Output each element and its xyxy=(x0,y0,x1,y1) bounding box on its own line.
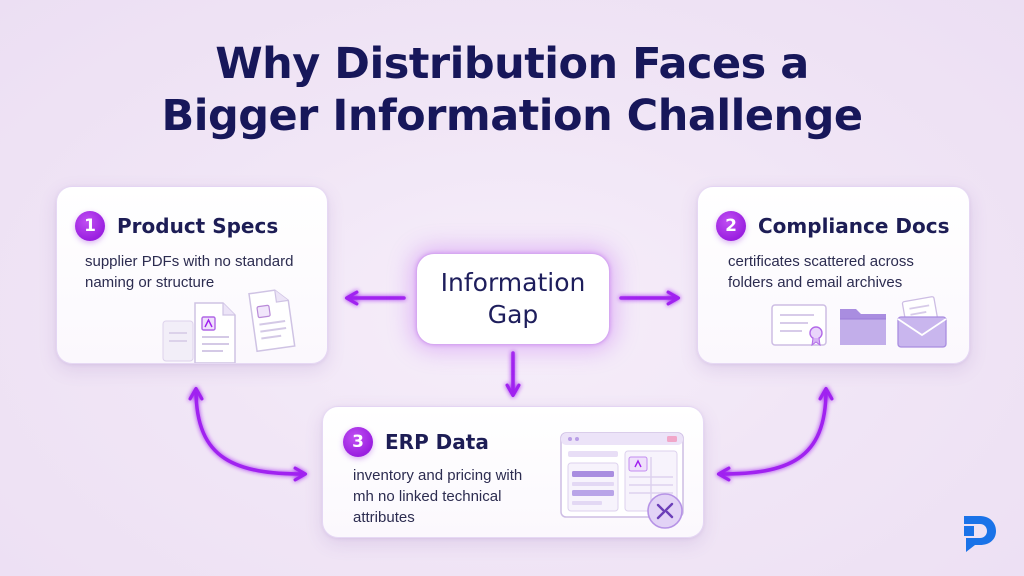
card-product-specs: 1 Product Specs supplier PDFs with no st… xyxy=(56,186,328,364)
page-title: Why Distribution Faces a Bigger Informat… xyxy=(0,38,1024,142)
desc-line: naming or structure xyxy=(85,274,215,291)
step-badge: 2 xyxy=(716,211,746,241)
card-header: 1 Product Specs xyxy=(75,211,278,241)
desc-line: supplier PDFs with no standard xyxy=(85,253,294,270)
broken-link-icon xyxy=(647,493,683,529)
erp-window-icon xyxy=(560,432,684,529)
title-line-1: Why Distribution Faces a xyxy=(215,39,809,89)
center-line-1: Information xyxy=(440,268,586,297)
desc-line: folders and email archives xyxy=(728,274,903,291)
card-header: 2 Compliance Docs xyxy=(716,211,950,241)
card-description: supplier PDFs with no standard naming or… xyxy=(85,251,325,293)
folder-icon xyxy=(840,309,886,345)
card-compliance-docs: 2 Compliance Docs certificates scattered… xyxy=(697,186,970,364)
desc-line: inventory and pricing with xyxy=(353,467,523,484)
center-line-2: Gap xyxy=(487,300,539,329)
card-title: Product Specs xyxy=(117,214,279,238)
brand-logo-icon xyxy=(964,516,996,552)
desc-line: mh no linked technical xyxy=(353,488,502,505)
card-erp-data: 3 ERP Data inventory and pricing with mh… xyxy=(322,406,704,538)
card-header: 3 ERP Data xyxy=(343,427,489,457)
information-gap-node: Information Gap xyxy=(416,253,610,345)
step-badge: 3 xyxy=(343,427,373,457)
certificate-icon xyxy=(771,304,827,347)
card-title: ERP Data xyxy=(385,430,489,454)
certificate-folder-email-icon xyxy=(771,296,947,348)
desc-line: certificates scattered across xyxy=(728,253,914,270)
step-badge: 1 xyxy=(75,211,105,241)
document-stack-icon xyxy=(162,289,296,363)
arrow-compliance-docs-to-erp-data xyxy=(720,390,826,474)
card-description: inventory and pricing with mh no linked … xyxy=(353,465,553,528)
desc-line: attributes xyxy=(353,509,415,526)
arrow-product-specs-to-erp-data xyxy=(196,390,304,474)
card-title: Compliance Docs xyxy=(758,214,950,238)
email-icon xyxy=(897,296,947,348)
title-line-2: Bigger Information Challenge xyxy=(161,91,863,141)
card-description: certificates scattered across folders an… xyxy=(728,251,968,293)
